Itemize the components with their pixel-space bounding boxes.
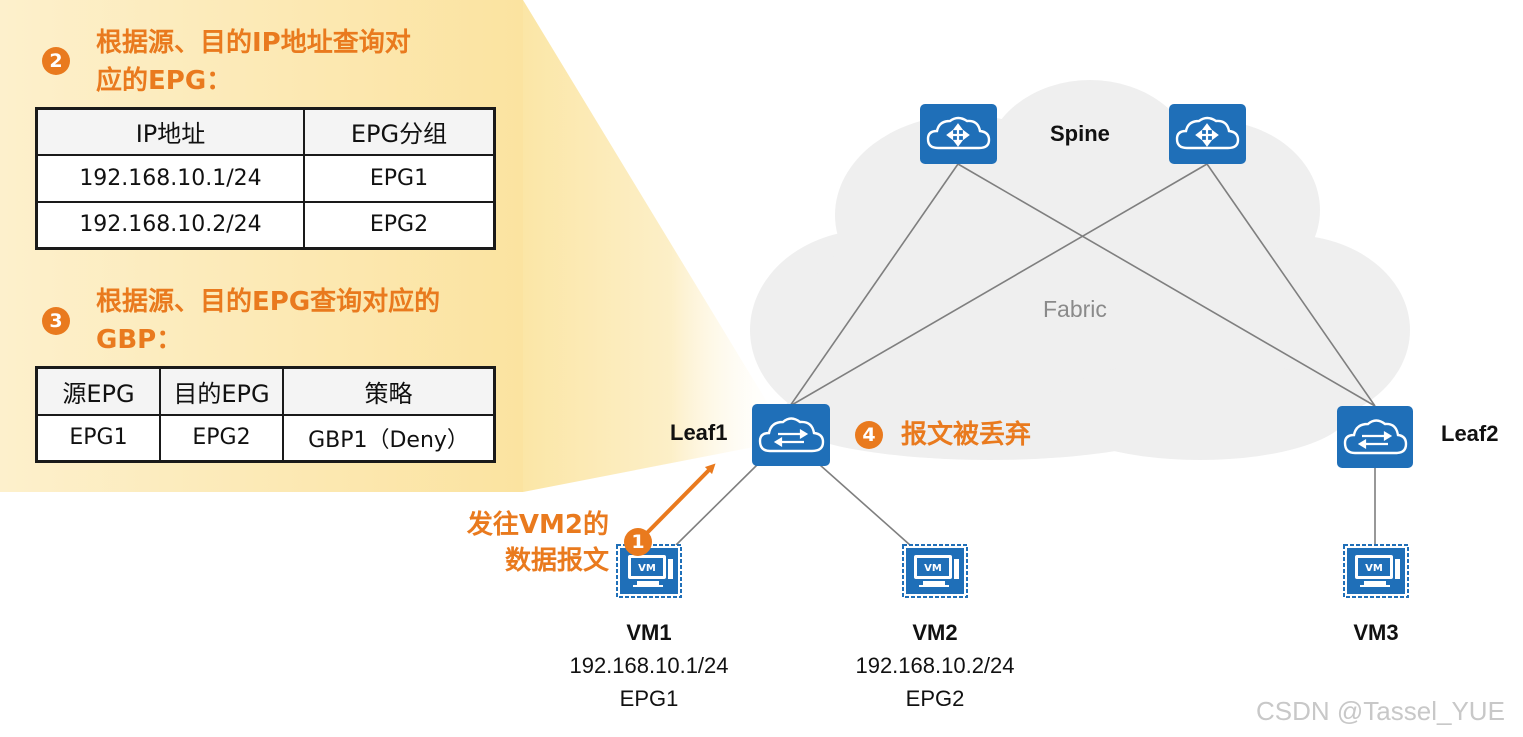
step2-text-line2: 应的EPG：: [96, 66, 233, 96]
step2-text-line1: 根据源、目的IP地址查询对: [96, 28, 411, 58]
vm1-epg: EPG1: [619, 686, 679, 711]
vm2-icon[interactable]: [902, 544, 968, 598]
spine-router-icon[interactable]: [1169, 104, 1246, 164]
step2-text: 根据源、目的IP地址查询对 应的EPG：: [96, 24, 411, 100]
vm1-name: VM1: [626, 620, 672, 645]
vm2-ip: 192.168.10.2/24: [855, 653, 1015, 678]
table-row: EPG1 EPG2 GBP1（Deny）: [35, 413, 496, 463]
fabric-label: Fabric: [1043, 296, 1107, 322]
spine-router-icon[interactable]: [920, 104, 997, 164]
epg-column-header: EPG分组: [303, 107, 496, 156]
epg-cell: EPG2: [303, 200, 496, 250]
packet-arrow: [638, 463, 716, 542]
watermark: CSDN @Tassel_YUE: [1256, 696, 1505, 726]
fabric-cloud: [750, 80, 1410, 460]
step3-badge: 3: [42, 307, 70, 335]
vm3-icon[interactable]: [1343, 544, 1409, 598]
step1-text-line2: 数据报文: [504, 546, 609, 576]
vm1-ip: 192.168.10.1/24: [569, 653, 729, 678]
spine-label: Spine: [1050, 121, 1110, 146]
step3-text-line2: GBP：: [96, 325, 183, 355]
table-row: 192.168.10.1/24 EPG1: [35, 153, 496, 203]
vm2-name: VM2: [912, 620, 958, 645]
step1-badge: 1: [624, 528, 652, 556]
gbp-policy-table: 源EPG 目的EPG 策略 EPG1 EPG2 GBP1（Deny）: [35, 366, 496, 463]
ip-epg-table: IP地址 EPG分组 192.168.10.1/24 EPG1 192.168.…: [35, 107, 496, 250]
step3-text: 根据源、目的EPG查询对应的 GBP：: [96, 283, 440, 359]
dst-epg-column-header: 目的EPG: [159, 366, 284, 416]
step3-text-line1: 根据源、目的EPG查询对应的: [96, 287, 441, 317]
vm3-name: VM3: [1353, 620, 1399, 645]
step2-badge: 2: [42, 47, 70, 75]
highlight-beam-cone: [523, 0, 790, 492]
step4-badge: 4: [855, 421, 883, 449]
src-epg-cell: EPG1: [35, 413, 161, 463]
leaf2-label: Leaf2: [1441, 421, 1499, 446]
step1-text: 发往VM2的 数据报文: [464, 507, 609, 579]
ip-column-header: IP地址: [35, 107, 305, 156]
vm2-epg: EPG2: [905, 686, 965, 711]
epg-cell: EPG1: [303, 153, 496, 203]
vm1-info: VM1 192.168.10.1/24 EPG1: [549, 617, 749, 715]
step4-text: 报文被丢弃: [901, 420, 1032, 450]
vm1-icon[interactable]: [616, 544, 682, 598]
dst-epg-cell: EPG2: [159, 413, 284, 463]
ip-cell: 192.168.10.1/24: [35, 153, 305, 203]
links: [675, 163, 1376, 546]
src-epg-column-header: 源EPG: [35, 366, 161, 416]
leaf2-switch-icon[interactable]: [1337, 406, 1413, 468]
vm2-info: VM2 192.168.10.2/24 EPG2: [835, 617, 1035, 715]
table-row: 192.168.10.2/24 EPG2: [35, 200, 496, 250]
leaf1-label: Leaf1: [670, 420, 728, 445]
vm3-info: VM3: [1276, 617, 1476, 649]
leaf1-switch-icon[interactable]: [752, 404, 830, 466]
ip-cell: 192.168.10.2/24: [35, 200, 305, 250]
policy-cell: GBP1（Deny）: [282, 413, 496, 463]
policy-column-header: 策略: [282, 366, 496, 416]
step1-text-line1: 发往VM2的: [466, 510, 609, 540]
